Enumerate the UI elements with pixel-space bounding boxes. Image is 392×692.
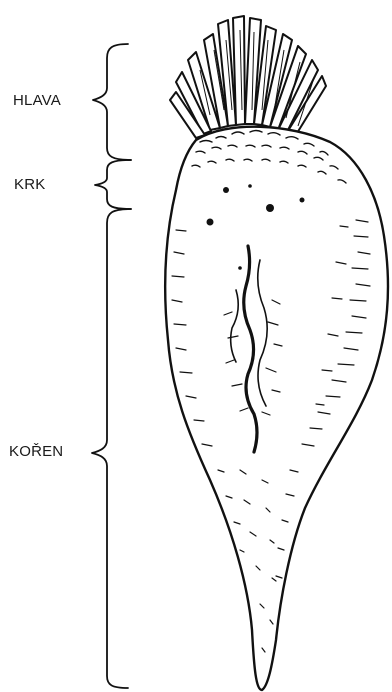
label-root: KOŘEN — [9, 444, 63, 459]
bracket-head — [93, 44, 131, 160]
leaf-stalks — [170, 16, 326, 138]
bracket-neck — [95, 160, 131, 209]
bracket-root — [92, 209, 131, 688]
beet-root — [165, 127, 388, 690]
label-head: HLAVA — [13, 93, 61, 108]
label-neck: KRK — [14, 177, 45, 192]
